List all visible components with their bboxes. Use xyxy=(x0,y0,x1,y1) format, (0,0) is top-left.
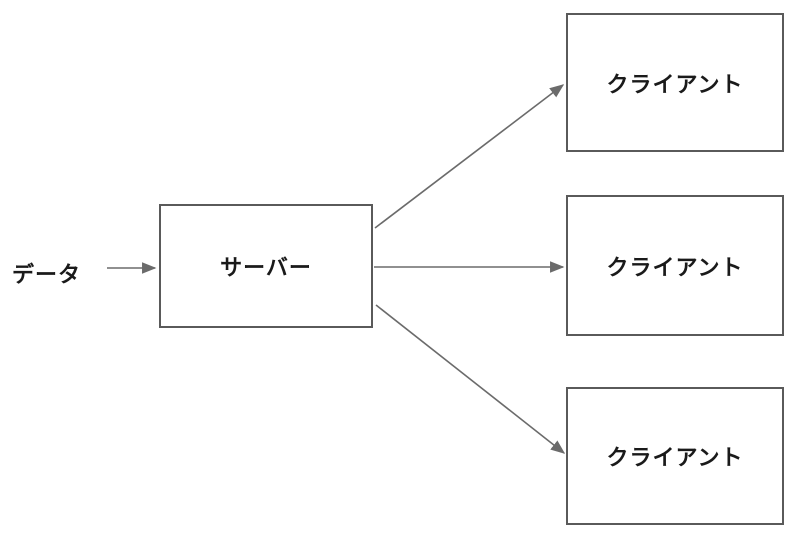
arrow-server-to-client-3 xyxy=(375,304,566,454)
server-node: サーバー xyxy=(159,204,373,328)
data-label: データ xyxy=(12,262,82,287)
client-node-2: クライアント xyxy=(566,195,784,336)
client-node-3: クライアント xyxy=(566,387,784,525)
client-label-3: クライアント xyxy=(606,445,744,470)
arrow-server-to-client-1 xyxy=(374,84,565,229)
client-label-1: クライアント xyxy=(606,71,744,97)
client-label-2: クライアント xyxy=(606,254,744,280)
server-label: サーバー xyxy=(220,255,312,280)
client-node-1: クライアント xyxy=(566,13,784,152)
